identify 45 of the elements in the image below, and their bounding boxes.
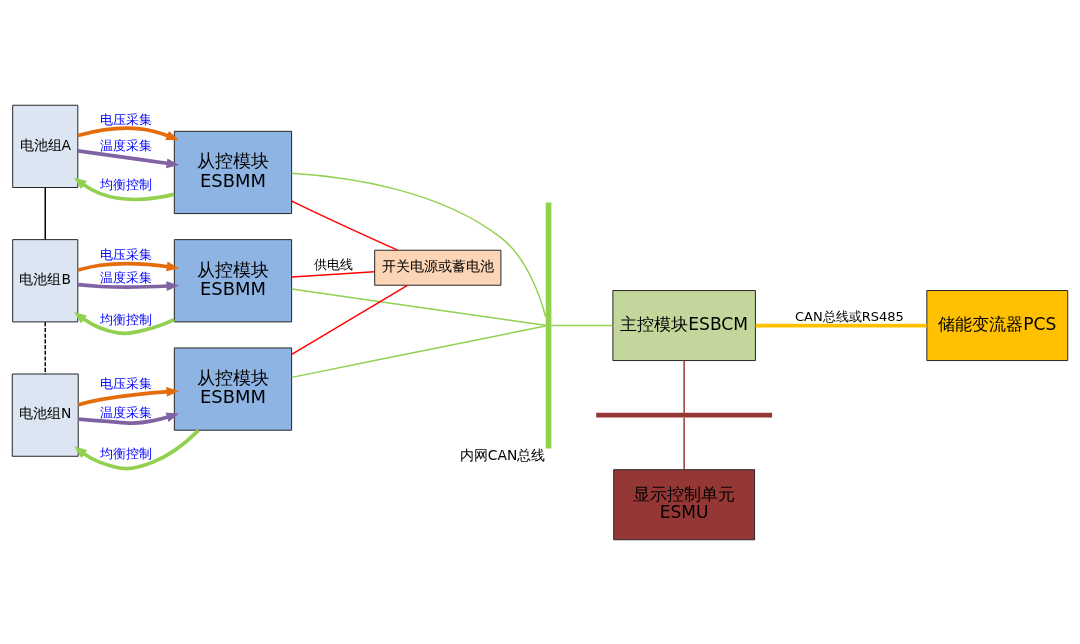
connector: [291, 172, 547, 317]
connector: [683, 359, 685, 413]
arrow: [77, 125, 179, 140]
connector: [291, 284, 409, 355]
arrow: [77, 280, 179, 291]
node-box: 从控模块 ESBMM: [173, 130, 293, 214]
connector: [291, 324, 547, 378]
edge-label: 电压采集: [100, 375, 153, 391]
node-box: 电池组A: [12, 104, 79, 188]
node-box: 电池组B: [12, 238, 79, 322]
edge-label: 电压采集: [100, 111, 153, 127]
node-box: 显示控制单元 ESMU: [613, 468, 756, 540]
node-box: 电池组N: [11, 373, 79, 457]
arrow: [74, 428, 200, 470]
connector: [290, 199, 399, 251]
edge-label: 供电线: [313, 256, 353, 272]
edge-label: 温度采集: [100, 404, 153, 420]
edge-label: 均衡控制: [100, 311, 153, 327]
node-box: 从控模块 ESBMM: [173, 238, 293, 322]
node-bar: [596, 412, 773, 418]
connector: [550, 324, 614, 326]
connector: [683, 416, 685, 470]
edge-label: 均衡控制: [100, 445, 153, 461]
edge-label: CAN总线或RS485: [795, 308, 904, 324]
edge-label: 温度采集: [100, 269, 153, 285]
node-box: 储能变流器PCS: [926, 289, 1069, 361]
node-box: 开关电源或蓄电池: [374, 249, 502, 286]
edge-label: 均衡控制: [100, 176, 153, 192]
node-bar: [545, 202, 552, 449]
node-box: 主控模块ESBCM: [612, 289, 756, 361]
arrow: [73, 311, 175, 335]
edge-label: 温度采集: [100, 137, 153, 153]
arrow: [78, 412, 180, 425]
connector: [291, 287, 547, 326]
edge-label: 电压采集: [100, 246, 153, 262]
arrow: [77, 148, 180, 168]
connector: [755, 323, 927, 327]
node-label: 内网CAN总线: [459, 446, 546, 463]
connector: [44, 186, 46, 240]
connector: [291, 270, 376, 278]
connector: [44, 321, 46, 375]
arrow: [77, 261, 180, 272]
arrow: [78, 386, 179, 406]
node-box: 从控模块 ESBMM: [173, 346, 293, 431]
arrow: [73, 177, 175, 201]
